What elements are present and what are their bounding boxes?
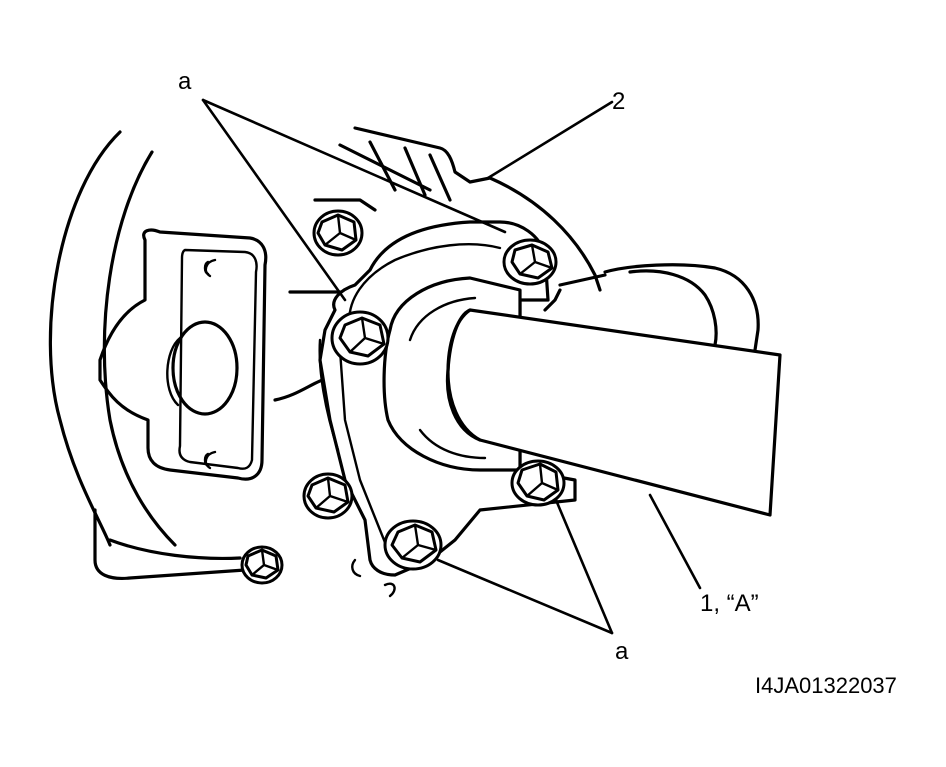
flange-bolt-top-right	[502, 238, 558, 286]
leader-lines	[201, 98, 702, 635]
flange-marks	[351, 558, 396, 598]
flange-bolt-mid-left	[330, 310, 390, 366]
housing-cover-plate	[98, 228, 268, 481]
leader-1-to-shaft	[648, 493, 702, 590]
differential-housing	[48, 130, 247, 581]
flange-bolt-top-left	[312, 209, 364, 257]
housing-bolt-bottom	[240, 545, 284, 585]
leader-a-top-to-bolt-left	[201, 98, 347, 302]
callout-a-bottom: a	[615, 638, 629, 665]
callout-2: 2	[612, 88, 626, 115]
flange-bolt-bottom-right	[510, 459, 566, 507]
housing-bracket	[273, 126, 602, 402]
leader-2-to-bracket	[486, 100, 614, 180]
callout-a-top: a	[178, 68, 192, 95]
housing-bolt-lower-left	[302, 472, 354, 520]
joint-housing	[558, 263, 760, 352]
callout-1-a: 1, “A”	[700, 590, 759, 617]
propeller-shaft	[445, 308, 782, 517]
leader-a-bottom-to-bolt-right	[554, 498, 614, 635]
flange-bolt-bottom-left	[383, 519, 443, 571]
leader-a-top-to-bolt-right	[201, 98, 507, 234]
figure-code: I4JA01322037	[755, 673, 897, 698]
leader-a-bottom-to-bolt-left	[436, 558, 614, 635]
